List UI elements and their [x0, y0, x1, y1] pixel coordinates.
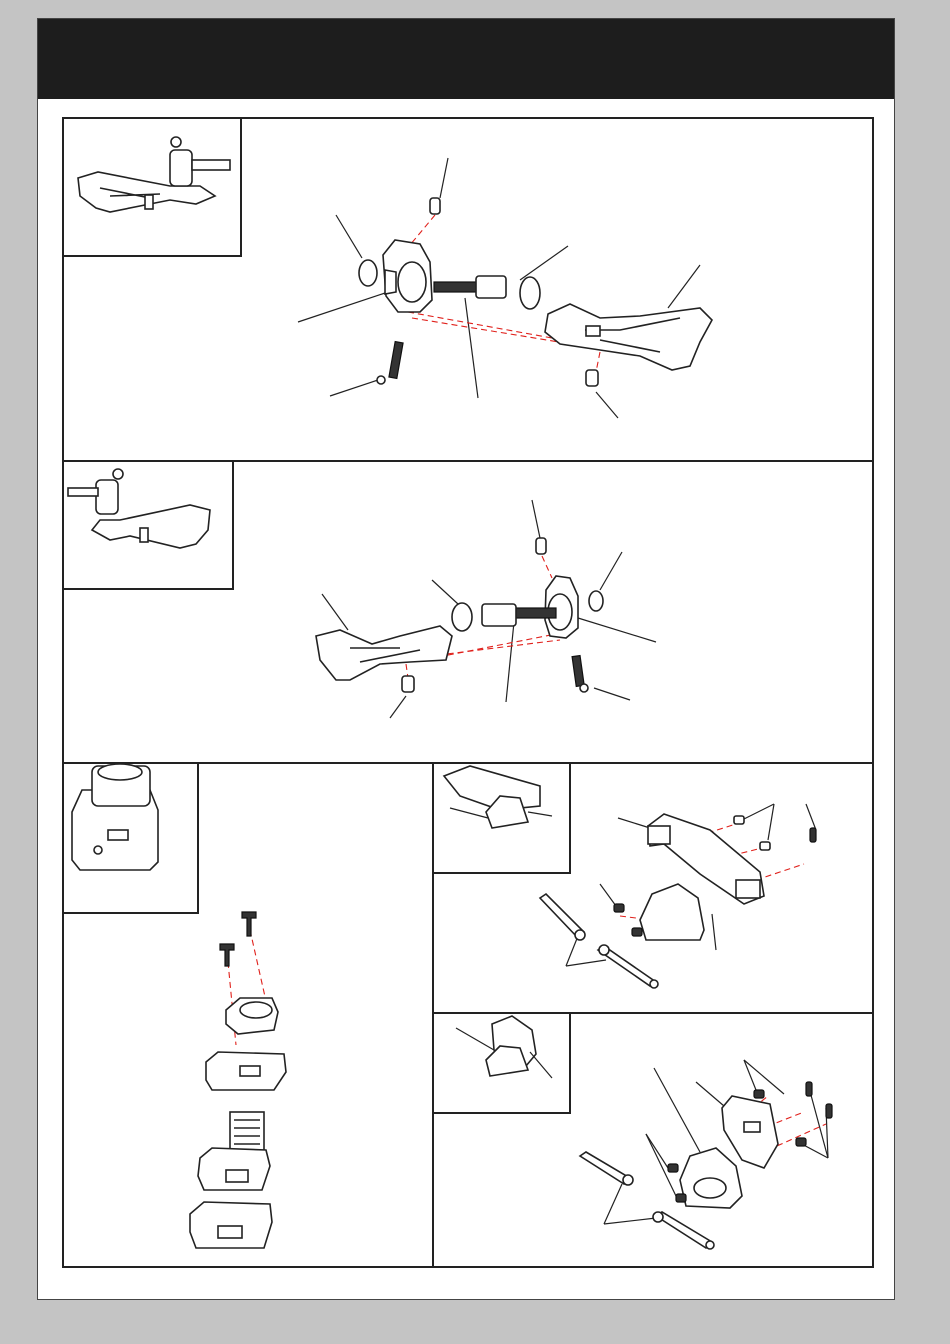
link-rod-front-2: [656, 1212, 712, 1248]
thumb-5-gearbox: [456, 1016, 552, 1078]
panel-5-parts: [580, 1082, 832, 1249]
